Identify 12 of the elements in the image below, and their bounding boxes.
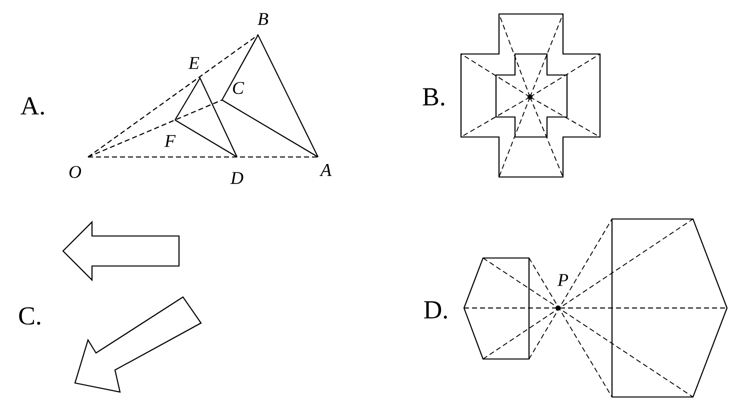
option-label: C. — [19, 307, 40, 325]
point-label: D — [230, 172, 244, 184]
point-label: C — [233, 82, 244, 94]
option-label: D. — [424, 301, 447, 319]
option-label: A. — [20, 97, 44, 115]
point-label: F — [164, 135, 176, 147]
point-label: A — [320, 164, 332, 176]
point-label: B — [258, 13, 268, 25]
point-label: P — [557, 274, 568, 286]
point-label: O — [69, 166, 82, 178]
option-label: B. — [422, 88, 444, 106]
point-label: E — [188, 57, 200, 69]
